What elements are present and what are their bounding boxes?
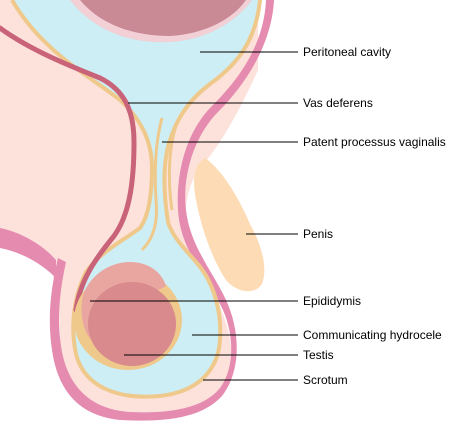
label-communicating-hydrocele: Communicating hydrocele [303, 328, 442, 342]
testis-shape [88, 282, 176, 366]
processus-inner-membrane-right [167, 125, 178, 211]
label-peritoneal-cavity: Peritoneal cavity [303, 45, 391, 59]
processus-inner-membrane [140, 117, 164, 252]
scrotum-outer-wall [49, 0, 274, 421]
label-penis: Penis [303, 227, 333, 241]
peritoneum-right-membrane [74, 0, 262, 399]
epididymis-shape [81, 262, 166, 344]
label-testis: Testis [303, 348, 334, 362]
peritoneal-fluid-space [12, 0, 260, 397]
label-patent-processus-vaginalis: Patent processus vaginalis [303, 135, 446, 149]
vas-deferens-duct [0, 25, 137, 313]
label-vas-deferens: Vas deferens [303, 96, 373, 110]
penis-shape [194, 158, 265, 292]
thigh-edge [0, 228, 56, 278]
bowel-lining [70, 0, 252, 43]
label-epididymis: Epididymis [303, 294, 361, 308]
label-scrotum: Scrotum [303, 373, 348, 387]
